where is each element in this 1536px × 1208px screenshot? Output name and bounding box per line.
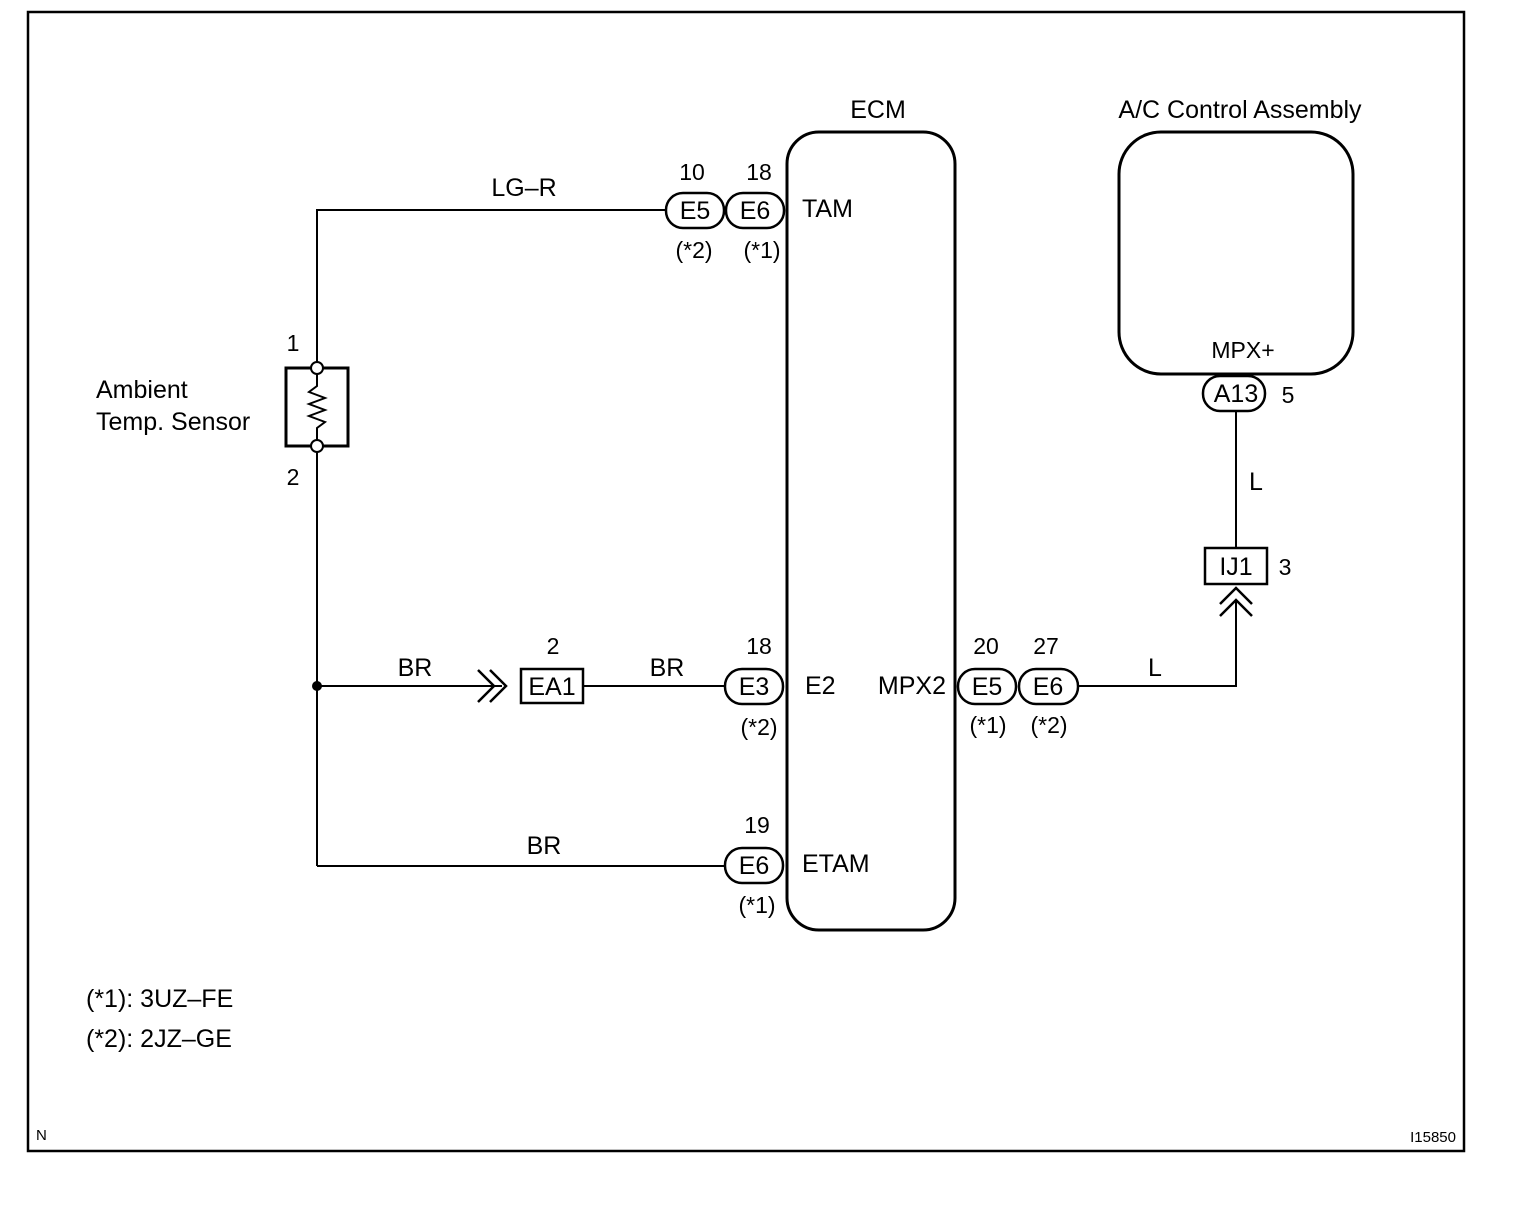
wire-l-mpx [1078, 600, 1237, 687]
connector-ij1 [1203, 546, 1269, 586]
ecm-pin-mpx2: MPX2 [878, 672, 946, 700]
wire-label-l-vertical: L [1249, 468, 1263, 496]
connector-a13 [1201, 374, 1267, 413]
connector-ea1-label: EA1 [528, 673, 575, 701]
legend-line-2: (*2): 2JZ–GE [86, 1025, 232, 1053]
wire-label-br-1: BR [398, 654, 433, 682]
connector-e6-mpx [1017, 667, 1080, 706]
connector-e6-mpx-label: E6 [1033, 673, 1064, 701]
connector-a13-label: A13 [1214, 380, 1258, 408]
wire-label-l-mpx: L [1148, 654, 1162, 682]
legend-line-1: (*1): 3UZ–FE [86, 985, 233, 1013]
corner-mark-left: N [36, 1127, 47, 1144]
ecm-pin-tam: TAM [802, 195, 853, 223]
connector-e6-tam-label: E6 [740, 197, 771, 225]
sensor-pin-2: 2 [287, 464, 300, 490]
ecm-pin-e2: E2 [805, 672, 836, 700]
sensor-label-line1: Ambient [96, 376, 188, 404]
ecm-pin-etam: ETAM [802, 850, 870, 878]
connector-e5-mpx-pin: 20 [973, 633, 999, 659]
connector-e6-mpx-pin: 27 [1033, 633, 1059, 659]
connector-e6-tam-note: (*1) [743, 237, 780, 263]
sensor-label-line2: Temp. Sensor [96, 408, 250, 436]
wire-label-br-2: BR [650, 654, 685, 682]
connector-e3-e2 [723, 667, 785, 706]
connector-e3-e2-pin: 18 [746, 633, 772, 659]
connector-ij1-pin: 3 [1279, 554, 1292, 580]
ac-control-title: A/C Control Assembly [1118, 96, 1362, 124]
connector-e5-tam [664, 191, 726, 230]
ea1-arrow-outer [477, 669, 496, 703]
sensor-terminal-2 [310, 439, 324, 453]
connector-e6-mpx-note: (*2) [1030, 712, 1067, 738]
connector-e5-tam-label: E5 [680, 197, 711, 225]
ac-pin-mpx-plus: MPX+ [1211, 337, 1274, 363]
ea1-arrow-inner [489, 669, 508, 703]
ij1-arrow-outer [1219, 586, 1253, 605]
connector-e6-etam-label: E6 [739, 852, 770, 880]
connector-a13-pin: 5 [1282, 382, 1295, 408]
connector-e6-tam [724, 191, 786, 230]
wire-label-lg-r: LG–R [491, 174, 556, 202]
ac-control-box [1117, 130, 1355, 376]
diagram-frame [26, 10, 1466, 1153]
ecm-title: ECM [850, 96, 906, 124]
connector-ea1-pin: 2 [547, 633, 560, 659]
connector-ij1-label: IJ1 [1219, 553, 1252, 581]
connector-e5-mpx-label: E5 [972, 673, 1003, 701]
connector-e6-etam-pin: 19 [744, 812, 770, 838]
wire-label-br-3: BR [527, 832, 562, 860]
connector-e6-tam-pin: 18 [746, 159, 772, 185]
connector-e6-etam [723, 846, 785, 885]
resistor-symbol [306, 369, 328, 445]
connector-e3-e2-label: E3 [739, 673, 770, 701]
connector-e5-tam-pin: 10 [679, 159, 705, 185]
connector-e3-e2-note: (*2) [740, 714, 777, 740]
sensor-terminal-1 [310, 361, 324, 375]
ij1-arrow-inner [1219, 598, 1253, 617]
sensor-pin-1: 1 [287, 330, 300, 356]
connector-e6-etam-note: (*1) [738, 892, 775, 918]
connector-e5-mpx [956, 667, 1018, 706]
connector-e5-tam-note: (*2) [675, 237, 712, 263]
connector-ea1 [519, 667, 585, 705]
ecm-box [785, 130, 957, 932]
wire-lg-r [316, 209, 666, 362]
connector-e5-mpx-note: (*1) [969, 712, 1006, 738]
corner-mark-right: I15850 [1410, 1129, 1456, 1146]
